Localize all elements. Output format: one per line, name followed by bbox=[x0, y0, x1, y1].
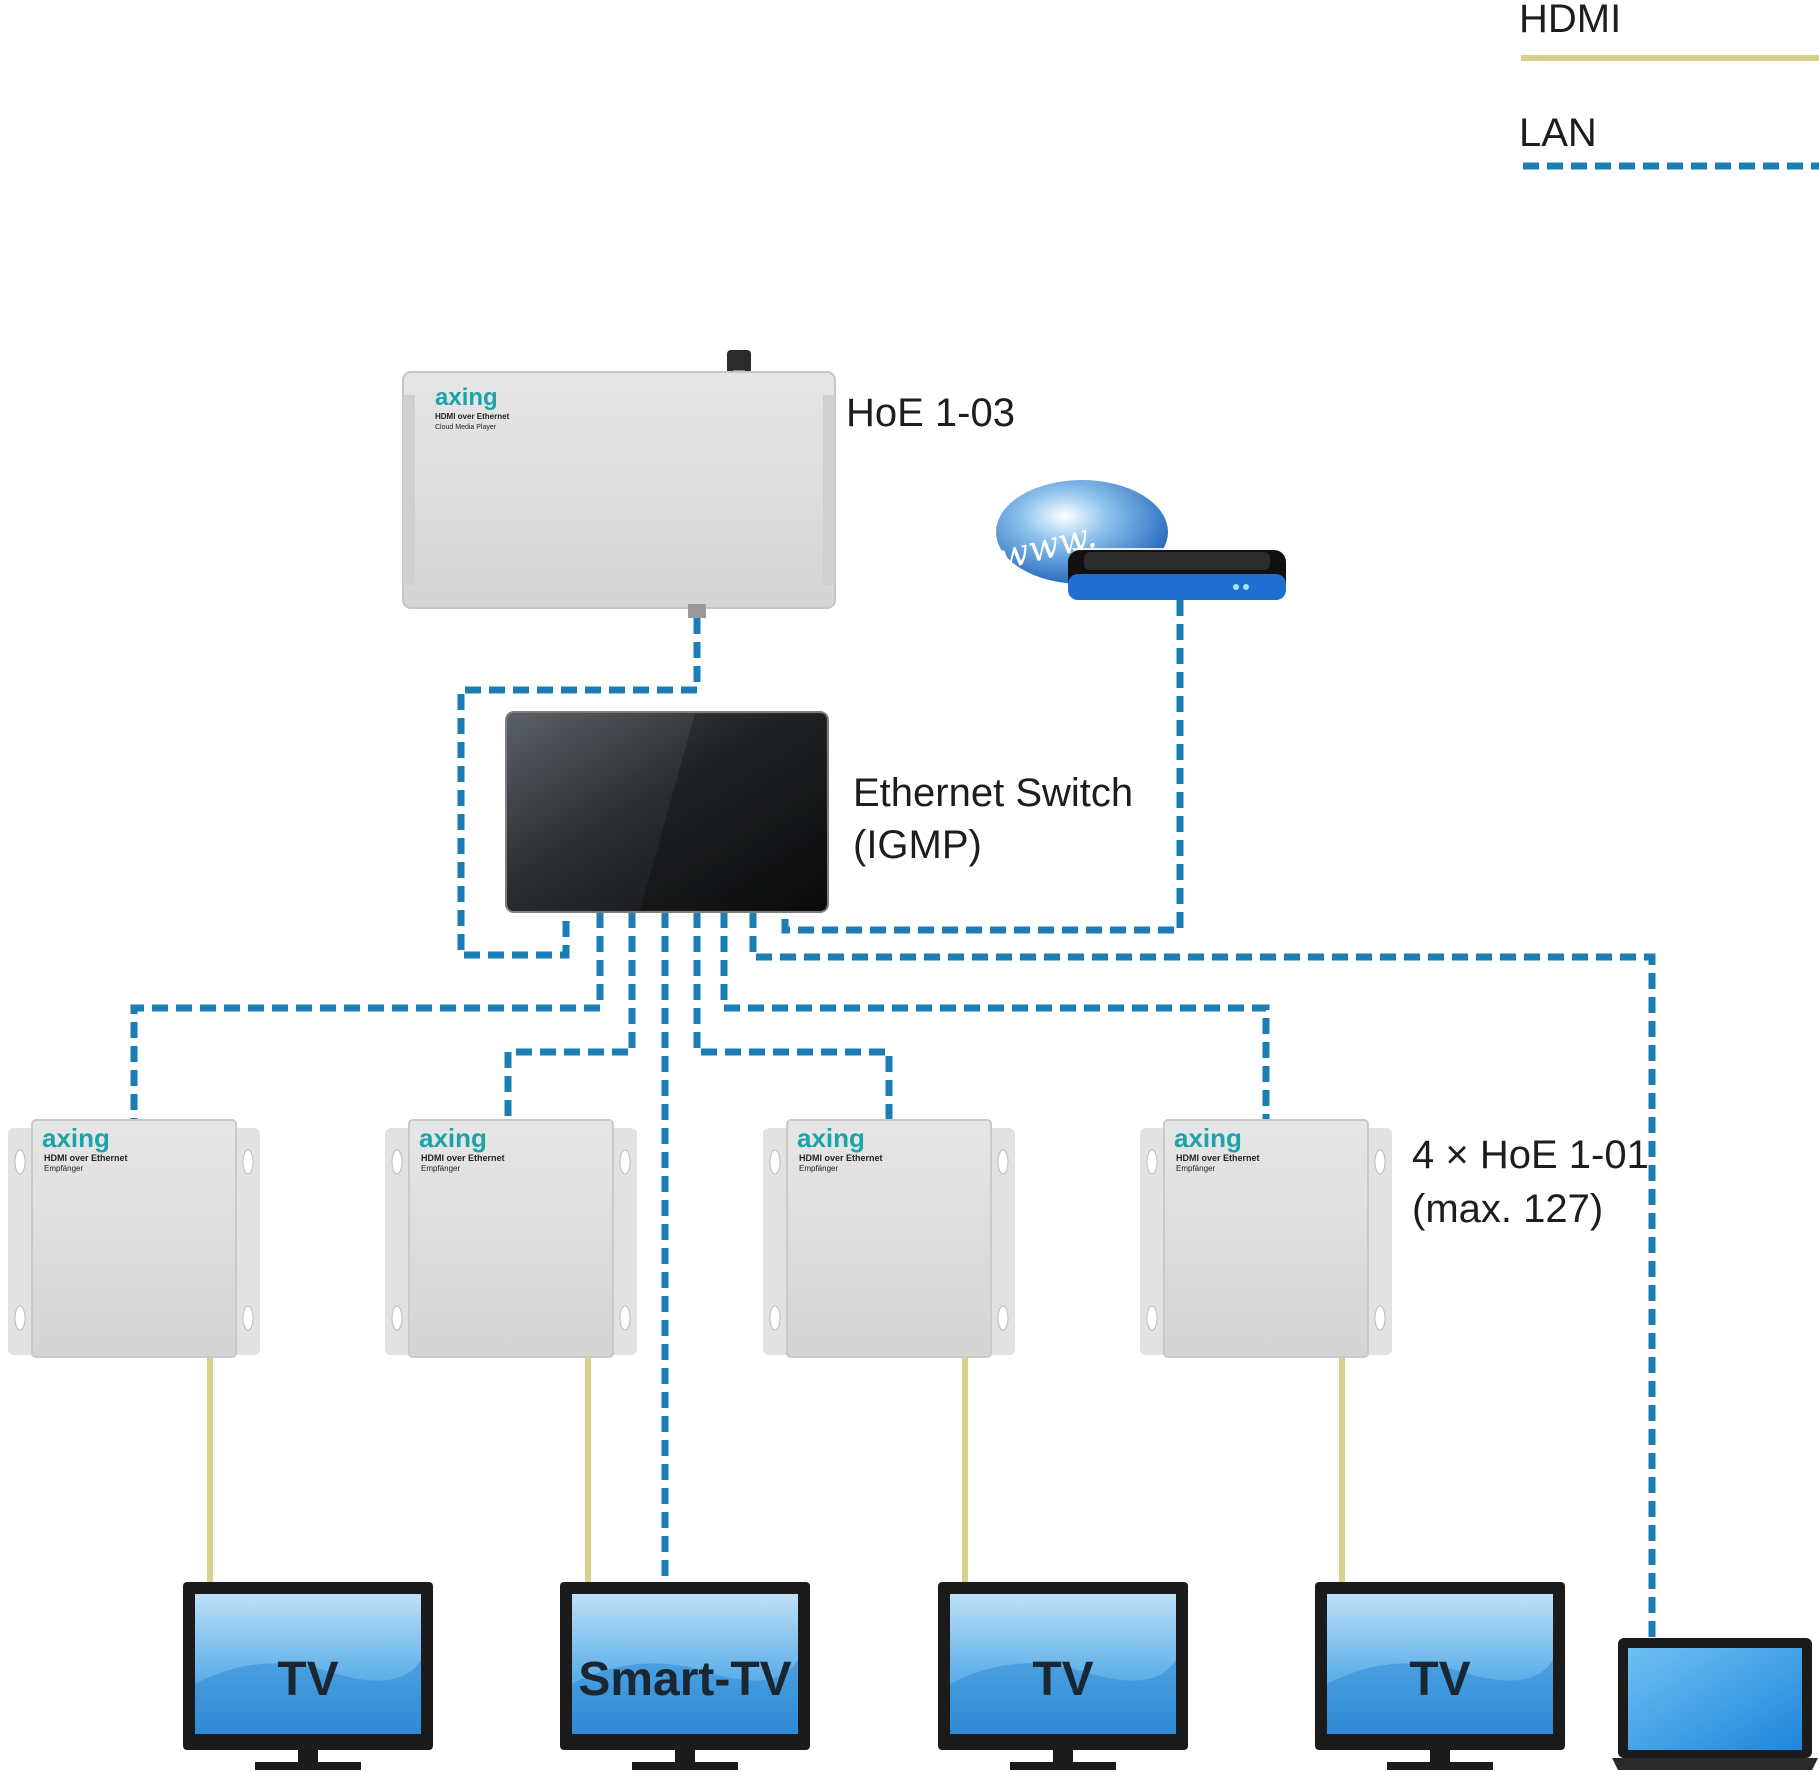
lan-router-switch bbox=[781, 600, 1184, 934]
receiver-2: axing HDMI over Ethernet Empfänger bbox=[385, 1119, 637, 1358]
receiver-4-line1: HDMI over Ethernet bbox=[1176, 1153, 1260, 1163]
receiver-4-line2: Empfänger bbox=[1176, 1164, 1215, 1173]
lan-player-switch bbox=[457, 618, 701, 959]
router-blue-band bbox=[1068, 574, 1286, 600]
tv-3: TV bbox=[938, 1582, 1188, 1770]
player-label: HoE 1-03 bbox=[846, 391, 1015, 435]
tv-1-label: TV bbox=[277, 1653, 338, 1706]
laptop-icon bbox=[1612, 1638, 1818, 1770]
receiver-1-hole-tl bbox=[14, 1149, 26, 1175]
tv-2-wave bbox=[572, 1660, 798, 1734]
receiver-4-body bbox=[1163, 1119, 1369, 1358]
player-brand: axing bbox=[435, 384, 498, 411]
receiver-2-hole-br bbox=[619, 1305, 631, 1331]
laptop-screen bbox=[1628, 1648, 1802, 1750]
receiver-3-hole-bl bbox=[769, 1305, 781, 1331]
lan-switch-receiver-4 bbox=[720, 912, 1270, 1120]
switch-reflection bbox=[640, 714, 826, 910]
receiver-4-hole-tl bbox=[1146, 1149, 1158, 1175]
receiver-1-hole-br bbox=[242, 1305, 254, 1331]
receiver-1-hole-tr bbox=[242, 1149, 254, 1175]
receiver-1-hole-bl bbox=[14, 1305, 26, 1331]
tv-1: TV bbox=[183, 1582, 433, 1770]
tv-3-label: TV bbox=[1032, 1653, 1093, 1706]
tv-2: Smart-TV bbox=[560, 1582, 810, 1770]
receivers-label-line1: 4 × HoE 1-01 bbox=[1412, 1133, 1649, 1177]
receiver-2-line1: HDMI over Ethernet bbox=[421, 1153, 505, 1163]
tv-1-stand bbox=[255, 1762, 361, 1770]
switch-label-line1: Ethernet Switch bbox=[853, 771, 1133, 815]
receiver-1-body bbox=[31, 1119, 237, 1358]
player-left-flange bbox=[403, 395, 415, 585]
receiver-3-line2: Empfänger bbox=[799, 1164, 838, 1173]
receiver-3-hole-tr bbox=[997, 1149, 1009, 1175]
tv-4: TV bbox=[1315, 1582, 1565, 1770]
receiver-2-line2: Empfänger bbox=[421, 1164, 460, 1173]
receiver-4-hole-tr bbox=[1374, 1149, 1386, 1175]
tv-4-label: TV bbox=[1409, 1653, 1470, 1706]
receiver-2-hole-tl bbox=[391, 1149, 403, 1175]
laptop-base bbox=[1612, 1758, 1818, 1770]
legend-hdmi-label: HDMI bbox=[1519, 0, 1621, 41]
player-line2: Cloud Media Player bbox=[435, 424, 497, 431]
lan-switch-receiver-1 bbox=[130, 912, 604, 1120]
receiver-1-brand: axing bbox=[42, 1123, 110, 1153]
router-led-1 bbox=[1233, 584, 1239, 590]
lan-cables bbox=[130, 600, 1656, 1640]
tv-2-stand bbox=[632, 1762, 738, 1770]
player-antenna bbox=[727, 350, 751, 376]
tv-4-stand bbox=[1387, 1762, 1493, 1770]
receivers-label-line2: (max. 127) bbox=[1412, 1187, 1603, 1231]
receiver-3-body bbox=[786, 1119, 992, 1358]
switch-body bbox=[505, 711, 829, 913]
receiver-2-hole-bl bbox=[391, 1305, 403, 1331]
receiver-4-hole-bl bbox=[1146, 1305, 1158, 1331]
tv-1-neck bbox=[298, 1750, 318, 1762]
lan-switch-receiver-2 bbox=[504, 912, 636, 1120]
internet-router: www. bbox=[994, 480, 1286, 600]
receiver-3-hole-tl bbox=[769, 1149, 781, 1175]
tv-2-label: Smart-TV bbox=[578, 1653, 791, 1706]
tv-3-wave bbox=[950, 1660, 1176, 1734]
receiver-2-brand: axing bbox=[419, 1123, 487, 1153]
router-led-2 bbox=[1243, 584, 1249, 590]
receiver-2-body bbox=[408, 1119, 614, 1358]
player-line1: HDMI over Ethernet bbox=[435, 412, 510, 421]
receiver-3: axing HDMI over Ethernet Empfänger bbox=[763, 1119, 1015, 1358]
receiver-3-hole-br bbox=[997, 1305, 1009, 1331]
legend: HDMI LAN bbox=[1519, 0, 1819, 170]
ethernet-switch bbox=[505, 711, 829, 913]
lan-switch-laptop bbox=[749, 912, 1656, 1640]
receiver-2-hole-tr bbox=[619, 1149, 631, 1175]
receiver-4: axing HDMI over Ethernet Empfänger bbox=[1140, 1119, 1392, 1358]
tv-3-stand bbox=[1010, 1762, 1116, 1770]
switch-label-line2: (IGMP) bbox=[853, 823, 982, 867]
tv-4-wave bbox=[1327, 1660, 1553, 1734]
receiver-3-line1: HDMI over Ethernet bbox=[799, 1153, 883, 1163]
player-lan-port bbox=[688, 604, 706, 618]
receiver-4-hole-br bbox=[1374, 1305, 1386, 1331]
receiver-3-brand: axing bbox=[797, 1123, 865, 1153]
cloud-media-player: axing HDMI over Ethernet Cloud Media Pla… bbox=[402, 350, 836, 618]
hdmi-cables bbox=[207, 1355, 1345, 1585]
receiver-1-line2: Empfänger bbox=[44, 1164, 83, 1173]
tv-4-neck bbox=[1430, 1750, 1450, 1762]
tv-1-wave bbox=[195, 1660, 421, 1734]
tv-3-neck bbox=[1053, 1750, 1073, 1762]
receiver-1: axing HDMI over Ethernet Empfänger bbox=[8, 1119, 260, 1358]
lan-switch-receiver-3 bbox=[693, 912, 893, 1120]
receiver-1-line1: HDMI over Ethernet bbox=[44, 1153, 128, 1163]
router-top bbox=[1084, 552, 1270, 570]
legend-lan-label: LAN bbox=[1519, 111, 1597, 155]
tv-2-neck bbox=[675, 1750, 695, 1762]
player-right-flange bbox=[823, 395, 835, 585]
receiver-4-brand: axing bbox=[1174, 1123, 1242, 1153]
